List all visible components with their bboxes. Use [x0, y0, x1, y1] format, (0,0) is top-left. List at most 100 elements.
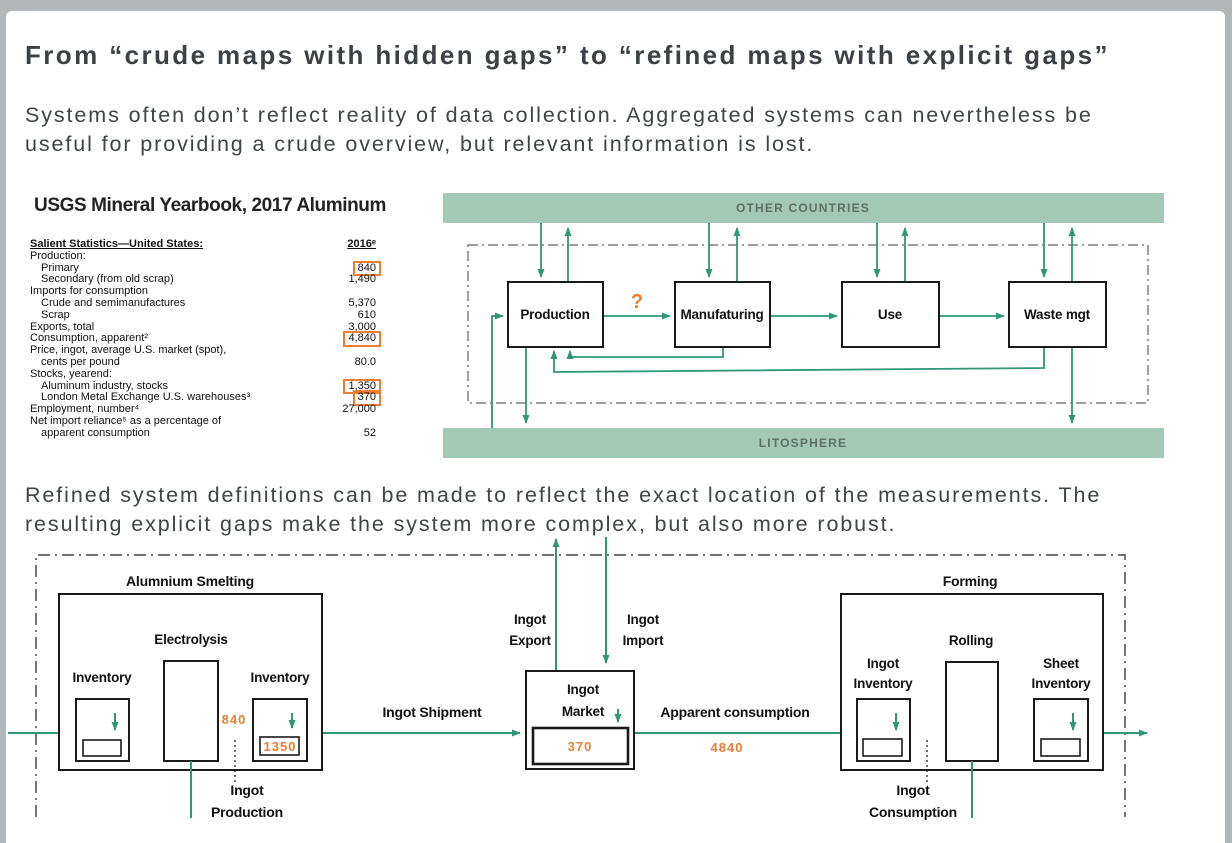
table-row-value: 3,000: [348, 320, 376, 333]
intro-line-2: useful for providing a crude overview, b…: [25, 132, 815, 156]
usgs-header-label: Salient Statistics—United States:: [30, 238, 203, 250]
use-box: [841, 281, 940, 348]
usgs-table: Salient Statistics—United States: 2016ᵉ …: [30, 238, 381, 440]
table-row-label: Exports, total: [30, 320, 95, 333]
crude-system-diagram: OTHER COUNTRIES LITOSPHERE: [443, 193, 1164, 458]
electrolysis-label: Electrolysis: [154, 632, 227, 647]
table-row: apparent consumption 52: [30, 426, 376, 440]
table-row-label: Production:: [30, 249, 86, 262]
table-row: Stocks, yearend:: [30, 367, 376, 381]
apparent-consumption-label: Apparent consumption: [660, 704, 809, 720]
ingot-production-label-2: Production: [211, 804, 283, 820]
table-row-value-highlighted: 1,350: [343, 378, 381, 395]
usgs-table-header: Salient Statistics—United States: 2016ᵉ: [30, 238, 376, 251]
table-row-value: 27,000: [342, 403, 376, 416]
electrolysis-box: [163, 660, 219, 762]
table-row-value: 5,370: [348, 296, 376, 309]
refined-system-boundary: [35, 554, 1126, 817]
table-row-label: Secondary (from old scrap): [41, 273, 174, 286]
crude-trade-arrows: [537, 223, 1076, 282]
crude-recycling-arrows: [550, 347, 1045, 373]
sheet-inventory-label-2: Inventory: [1032, 676, 1092, 691]
production-box: [507, 281, 604, 348]
refined-system-diagram: Ingot Export Ingot Import Alumnium Smelt…: [8, 537, 1148, 820]
ingot-consumption-label-1: Ingot: [896, 782, 930, 798]
table-row-label: Consumption, apparent²: [30, 332, 149, 345]
table-row: Imports for consumption: [30, 285, 376, 298]
smelting-inventory-left-label: Inventory: [73, 670, 133, 685]
use-label: Use: [878, 307, 903, 322]
ingot-import-label-1: Ingot: [627, 612, 660, 627]
manufacturing-label: Manufaturing: [680, 307, 763, 322]
refined-paragraph: Refined system definitions can be made t…: [25, 481, 1225, 539]
smelting-title: Alumnium Smelting: [126, 573, 254, 589]
table-row: Exports, total 3,000: [30, 320, 376, 334]
table-row: Net import reliance⁵ as a percentage of: [30, 414, 376, 428]
table-row-label: Imports for consumption: [30, 285, 148, 298]
ingot-trade-arrows: [552, 537, 610, 671]
table-row: Employment, number⁴ 27,000: [30, 403, 376, 416]
ingot-market-label-2: Market: [562, 704, 605, 719]
waste-mgt-box: [1008, 281, 1107, 348]
table-row-label: Stocks, yearend:: [30, 367, 112, 380]
litosphere-label: LITOSPHERE: [759, 436, 847, 450]
usgs-table-title: USGS Mineral Yearbook, 2017 Aluminum: [34, 195, 386, 216]
sheet-inventory-stock-box: [1040, 738, 1081, 757]
crude-system-boundary: [467, 244, 1149, 404]
ingot-market-stock-box: [531, 726, 630, 766]
flow-4840-value: 4840: [711, 740, 744, 755]
table-row-value: 80.0: [354, 355, 376, 368]
table-row: cents per pound 80.0: [30, 355, 376, 369]
table-row: Crude and semimanufactures 5,370: [30, 296, 376, 310]
smelting-inventory-left-stock-box: [82, 739, 122, 757]
flow-840-value: 840: [222, 712, 247, 727]
table-row: Consumption, apparent² 4,840: [30, 331, 381, 347]
table-row-label: cents per pound: [41, 355, 120, 368]
ingot-export-label-2: Export: [509, 633, 551, 648]
smelting-inventory-right-stock-box: [259, 736, 300, 756]
sheet-inventory-label-1: Sheet: [1043, 656, 1079, 671]
refined-line-2: resulting explicit gaps make the system …: [25, 512, 897, 536]
stock-370-value: 370: [568, 739, 593, 754]
usgs-header-year: 2016ᵉ: [347, 238, 376, 250]
table-row: Aluminum industry, stocks 1,350: [30, 378, 381, 395]
other-countries-bar: [443, 193, 1164, 223]
table-row: Scrap 610: [30, 308, 376, 322]
table-row: Price, ingot, average U.S. market (spot)…: [30, 344, 376, 357]
table-row-label: Scrap: [41, 308, 70, 321]
ingot-market-label-1: Ingot: [567, 682, 600, 697]
rolling-box: [945, 661, 999, 762]
table-row-label: Employment, number⁴: [30, 403, 140, 416]
litosphere-bar: [443, 428, 1164, 458]
slide-title: From “crude maps with hidden gaps” to “r…: [25, 40, 1110, 70]
table-row-label: Net import reliance⁵ as a percentage of: [30, 414, 222, 427]
ingot-inventory-stock-box: [862, 738, 903, 757]
table-row: Secondary (from old scrap)1,490: [30, 274, 376, 286]
table-row-value-highlighted: 370: [352, 390, 381, 406]
table-row-value: 52: [363, 426, 376, 439]
stock-1350-value: 1350: [264, 739, 297, 754]
ingot-consumption-label-2: Consumption: [869, 804, 957, 820]
ingot-import-label-2: Import: [623, 633, 665, 648]
table-row-value-highlighted: 4,840: [343, 331, 381, 347]
table-row-label: Price, ingot, average U.S. market (spot)…: [30, 344, 227, 357]
ingot-production-label-1: Ingot: [230, 782, 264, 798]
intro-paragraph: Systems often don’t reflect reality of d…: [25, 101, 1225, 159]
other-countries-label: OTHER COUNTRIES: [736, 201, 870, 215]
table-row-label: Aluminum industry, stocks: [41, 379, 168, 392]
rolling-label: Rolling: [949, 633, 993, 648]
table-row-label: apparent consumption: [41, 426, 150, 439]
table-row-value-highlighted: 840: [352, 260, 381, 277]
manufacturing-box: [674, 281, 771, 348]
forming-title: Forming: [943, 573, 998, 589]
ingot-shipment-label: Ingot Shipment: [382, 704, 482, 720]
smelting-inventory-right-label: Inventory: [251, 670, 311, 685]
refined-line-1: Refined system definitions can be made t…: [25, 483, 1102, 507]
table-row-value: 610: [357, 308, 376, 321]
table-row-label: Crude and semimanufactures: [41, 296, 186, 309]
unknown-flow-question-mark: ?: [631, 291, 643, 313]
